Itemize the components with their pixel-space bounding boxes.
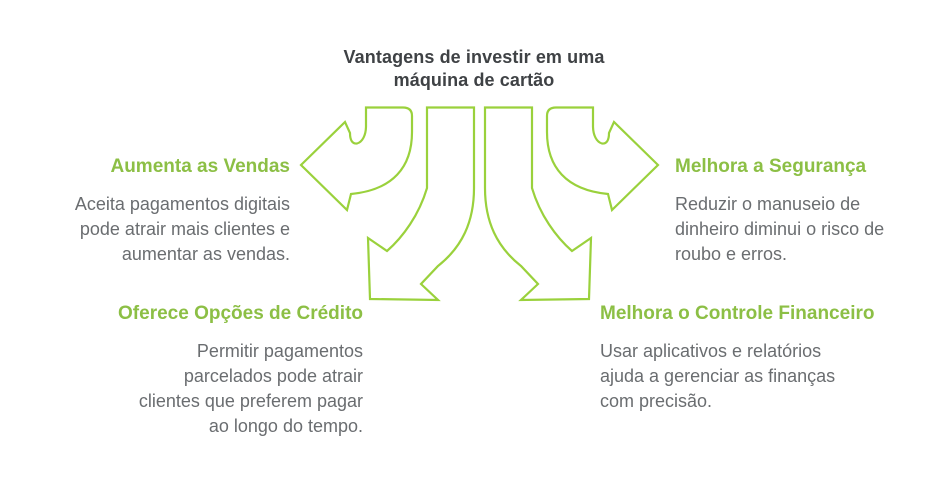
page-title-line2: máquina de cartão (393, 70, 555, 90)
benefit-top-left: Aumenta as Vendas Aceita pagamentos digi… (75, 155, 290, 267)
benefit-bottom-left-heading: Oferece Opções de Crédito (118, 303, 363, 324)
benefit-top-left-heading: Aumenta as Vendas (110, 156, 290, 177)
benefit-top-right-heading: Melhora a Segurança (675, 156, 867, 177)
benefit-top-right: Melhora a Segurança Reduzir o manuseio d… (675, 155, 884, 267)
benefit-bottom-right-heading: Melhora o Controle Financeiro (600, 303, 875, 324)
right-arrow (545, 106, 660, 213)
benefit-bottom-right-body: Usar aplicativos e relatórios ajuda a ge… (600, 341, 836, 411)
benefit-top-right-body: Reduzir o manuseio de dinheiro diminui o… (675, 194, 885, 264)
page-title: Vantagens de investir em uma máquina de … (0, 46, 948, 92)
left-arrow (299, 106, 414, 213)
benefit-bottom-left: Oferece Opções de Crédito Permitir pagam… (118, 302, 363, 439)
down-left-arrow (366, 106, 476, 302)
benefit-bottom-left-body: Permitir pagamentos parcelados pode atra… (138, 341, 363, 436)
benefit-top-left-body: Aceita pagamentos digitais pode atrair m… (74, 194, 290, 264)
benefit-bottom-right: Melhora o Controle Financeiro Usar aplic… (600, 302, 874, 414)
down-right-arrow (483, 106, 593, 302)
page-title-line1: Vantagens de investir em uma (343, 47, 605, 67)
